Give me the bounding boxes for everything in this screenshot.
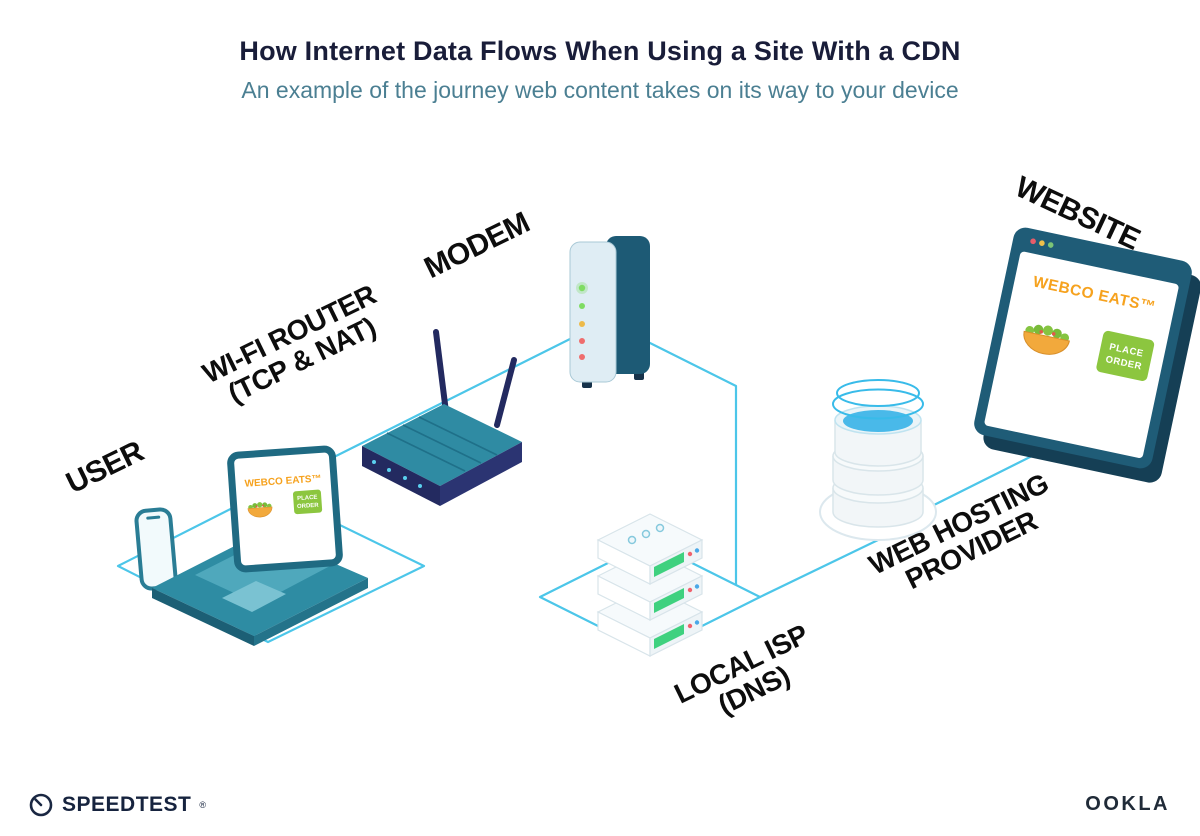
phone xyxy=(134,507,178,591)
laptop-deck-edge-left xyxy=(152,588,254,646)
page-title: How Internet Data Flows When Using a Sit… xyxy=(239,36,961,66)
laptop-order-button-line2: ORDER xyxy=(297,503,320,511)
window-control-close xyxy=(1030,238,1036,245)
router-leds xyxy=(372,460,422,488)
page-subtitle: An example of the journey web content ta… xyxy=(241,77,959,103)
router-side-left xyxy=(362,446,440,506)
router-antenna-left xyxy=(433,329,449,415)
speedtest-gauge-icon xyxy=(29,793,53,817)
hosting-water xyxy=(843,410,913,432)
window-controls xyxy=(1030,238,1054,248)
phone-speaker xyxy=(146,515,161,520)
laptop-screen: WEBCO EATS™ PLACE ORDER xyxy=(227,445,343,573)
website-window: WEBCO EATS™ PLACE ORDER xyxy=(974,227,1200,483)
isp-to-hosting-line xyxy=(759,539,879,598)
website-order-button xyxy=(1096,330,1155,381)
router-top xyxy=(362,404,522,486)
window-control-minimize xyxy=(1039,240,1045,246)
laptop-trackpad xyxy=(222,581,286,612)
modem-leds xyxy=(576,282,588,360)
laptop-screen-frame xyxy=(227,445,343,573)
wifi-router xyxy=(362,329,522,506)
hosting-database xyxy=(819,379,937,541)
laptop: WEBCO EATS™ PLACE ORDER xyxy=(152,445,368,646)
router-side-right xyxy=(440,442,522,506)
server-unit xyxy=(596,513,704,585)
phone-body xyxy=(134,507,178,591)
router-grooves xyxy=(386,416,498,472)
hosting-ripple-rings xyxy=(832,379,924,420)
header: How Internet Data Flows When Using a Sit… xyxy=(0,36,1200,104)
isp-server-stack xyxy=(596,513,704,657)
speedtest-logo: SPEEDTEST ® xyxy=(28,792,206,818)
laptop-order-button xyxy=(292,489,323,515)
ookla-wordmark: OOKLA xyxy=(1085,793,1170,815)
window-control-maximize xyxy=(1047,242,1054,248)
modem-front xyxy=(569,241,617,383)
modem-side xyxy=(606,236,650,374)
speedtest-wordmark: SPEEDTEST xyxy=(62,793,192,816)
ookla-logo: OOKLA xyxy=(1085,793,1170,816)
laptop-order-button-line1: PLACE xyxy=(297,495,318,502)
speedtest-trademark: ® xyxy=(199,800,207,810)
modem xyxy=(569,236,650,388)
laptop-screen-brand: WEBCO EATS™ xyxy=(244,473,322,489)
website-content xyxy=(984,251,1179,458)
router-antenna-right xyxy=(494,357,517,428)
laptop-deck-edge-right xyxy=(254,578,368,646)
server-top-buttons xyxy=(627,523,665,545)
